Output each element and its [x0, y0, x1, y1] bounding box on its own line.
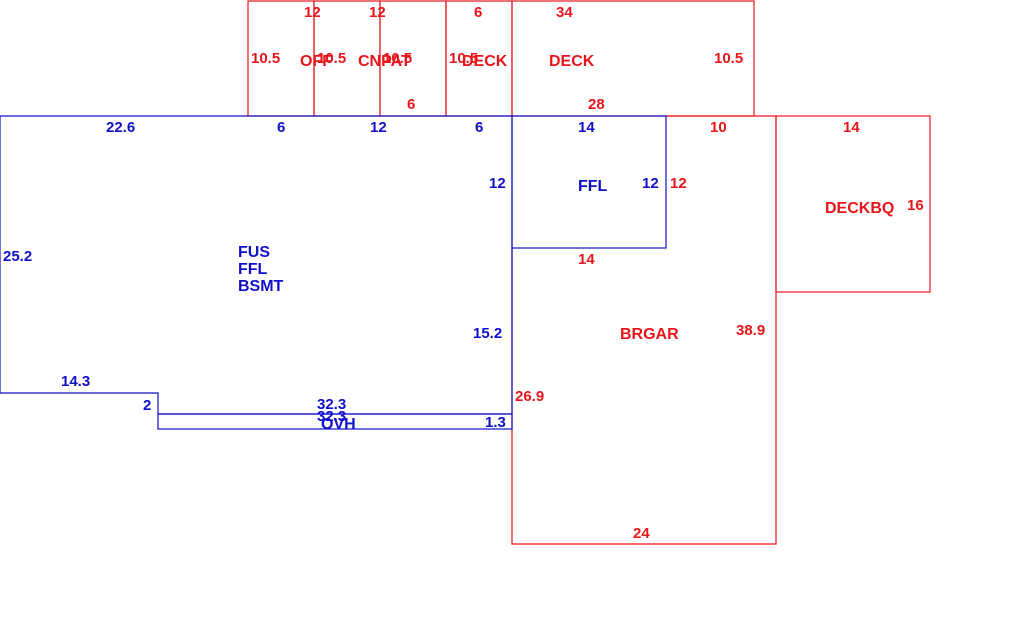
area-label-brgar: BRGAR [620, 326, 679, 343]
red-layer [247, 0, 931, 545]
area-label-deck-small: DECK [462, 53, 508, 70]
dim-ovh-top: 32.3 [317, 396, 346, 413]
dim-garage-left: 26.9 [515, 388, 544, 405]
area-label-deck-large: DECK [549, 53, 595, 70]
area-label-ffl-main: FFL [238, 261, 268, 278]
dim-garage-bottom: 24 [633, 525, 650, 542]
dim-main-right-lower: 15.2 [473, 325, 502, 342]
dim-ffl-right-red: 12 [670, 175, 687, 192]
dim-deck-small-left: 10.5 [449, 50, 478, 67]
area-label-off: OFF [300, 53, 332, 70]
blue-layer [0, 115, 667, 430]
dim-off-left: 10.5 [251, 50, 280, 67]
dim-cnpat-top: 12 [369, 4, 386, 21]
dim-ffl-right: 12 [642, 175, 659, 192]
dim-deck-large-top: 34 [556, 4, 573, 21]
dim-main-top-1: 22.6 [106, 119, 135, 136]
dim-garage-right: 38.9 [736, 322, 765, 339]
dim-ovh-bottom: 32.3 [317, 408, 346, 425]
ffl-outline [511, 115, 667, 249]
dim-off-top: 12 [304, 4, 321, 21]
dim-garage-top: 10 [710, 119, 727, 136]
area-label-cnpat: CNPAT [358, 53, 411, 70]
dim-deckbq-top: 14 [843, 119, 860, 136]
dim-cnpat-left: 10.5 [317, 50, 346, 67]
dim-main-top-2: 6 [277, 119, 285, 136]
area-label-bsmt: BSMT [238, 278, 284, 295]
dim-main-right-upper: 12 [489, 175, 506, 192]
garage-outline [511, 115, 777, 545]
dim-deck-large-right: 10.5 [714, 50, 743, 67]
area-label-fus: FUS [238, 244, 270, 261]
dim-cnpat-bottom: 6 [407, 96, 415, 113]
area-label-deckbq: DECKBQ [825, 200, 894, 217]
dim-ovh-right: 1.3 [485, 414, 506, 431]
dim-ffl-bottom: 14 [578, 251, 595, 268]
dim-deck-small-top: 6 [474, 4, 482, 21]
ovh-outline [157, 413, 513, 430]
dim-cnpat-right: 10.5 [383, 50, 412, 67]
dim-main-top-4: 6 [475, 119, 483, 136]
area-label-ovh: OVH [321, 416, 356, 433]
dim-deck-large-bottom: 28 [588, 96, 605, 113]
dim-ffl-top: 14 [578, 119, 595, 136]
dim-main-left: 25.2 [3, 248, 32, 265]
dim-main-top-3: 12 [370, 119, 387, 136]
dim-main-bottom: 14.3 [61, 373, 90, 390]
dim-main-step: 2 [143, 397, 151, 414]
deckbq-outline [775, 115, 931, 293]
area-label-ffl: FFL [578, 178, 608, 195]
dim-deckbq-right: 16 [907, 197, 924, 214]
